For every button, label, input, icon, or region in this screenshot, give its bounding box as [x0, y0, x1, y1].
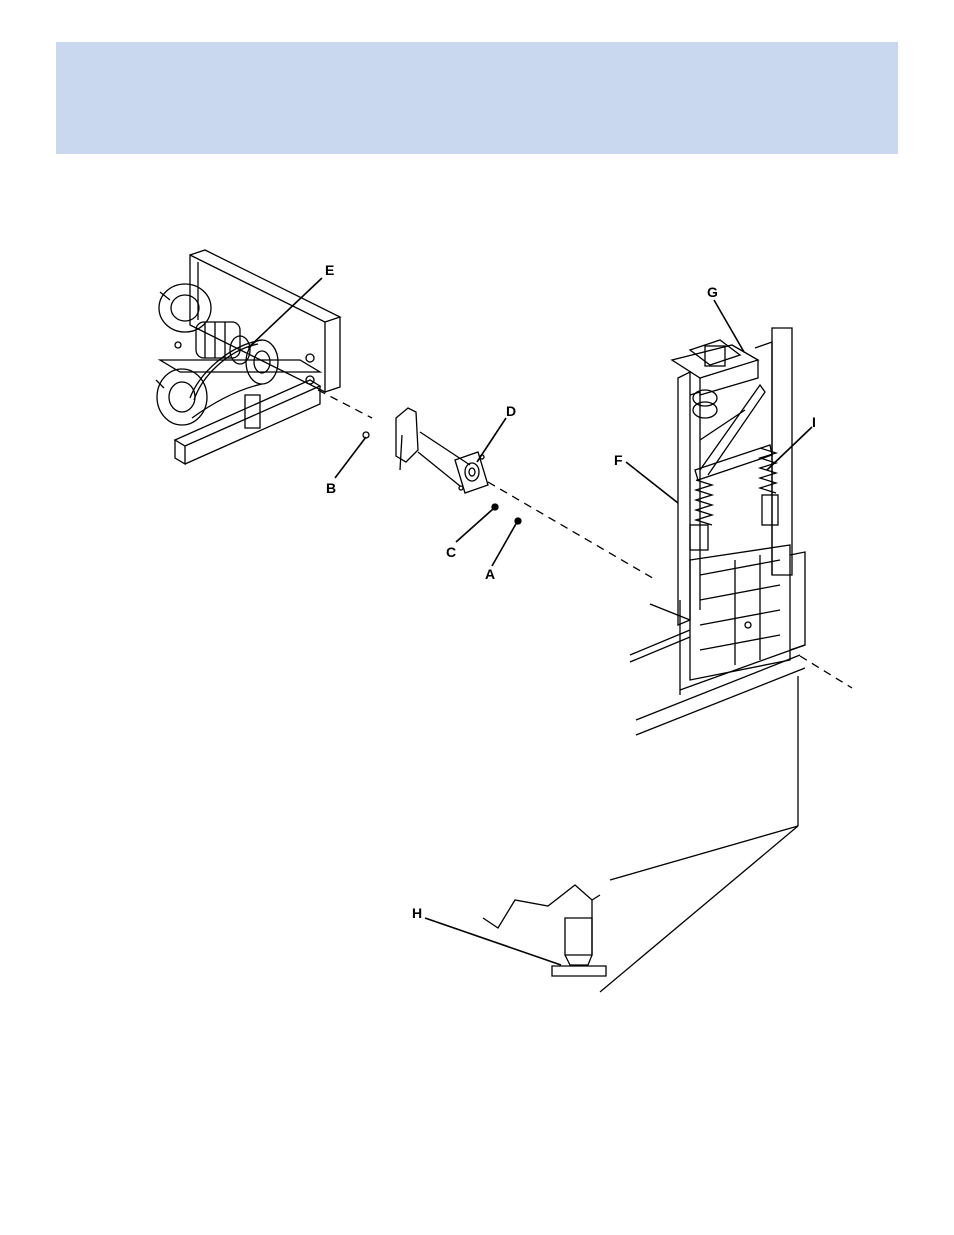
callout-a: A [485, 566, 495, 582]
shaft-assembly [363, 408, 521, 524]
lift-mast-assembly [630, 328, 805, 735]
callout-c: C [446, 544, 456, 560]
drive-assembly [156, 250, 340, 464]
callout-b: B [326, 480, 336, 496]
callout-f: F [614, 452, 623, 468]
callout-d: D [506, 403, 516, 419]
callout-i: I [812, 414, 816, 430]
leader-lines [248, 278, 812, 965]
callout-h: H [412, 905, 422, 921]
callout-e: E [325, 262, 334, 278]
detail-view-h [483, 676, 798, 992]
callout-g: G [707, 284, 718, 300]
